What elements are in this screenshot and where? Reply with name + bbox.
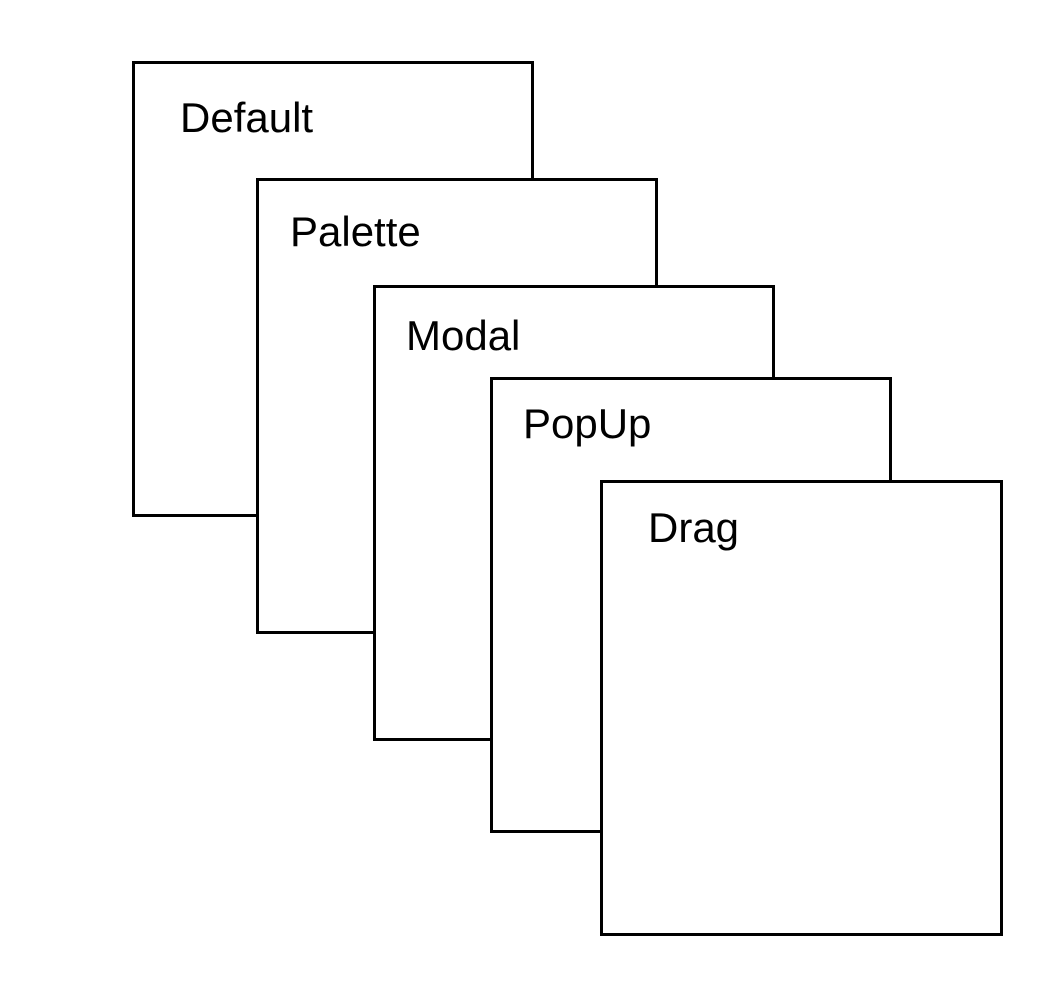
- layer-palette-label: Palette: [290, 208, 421, 255]
- layer-popup-label: PopUp: [523, 400, 652, 447]
- layer-drag-label: Drag: [648, 504, 740, 551]
- layer-modal-label: Modal: [406, 312, 521, 359]
- layer-default-label: Default: [180, 94, 314, 141]
- layer-drag-box: Drag: [600, 480, 1003, 936]
